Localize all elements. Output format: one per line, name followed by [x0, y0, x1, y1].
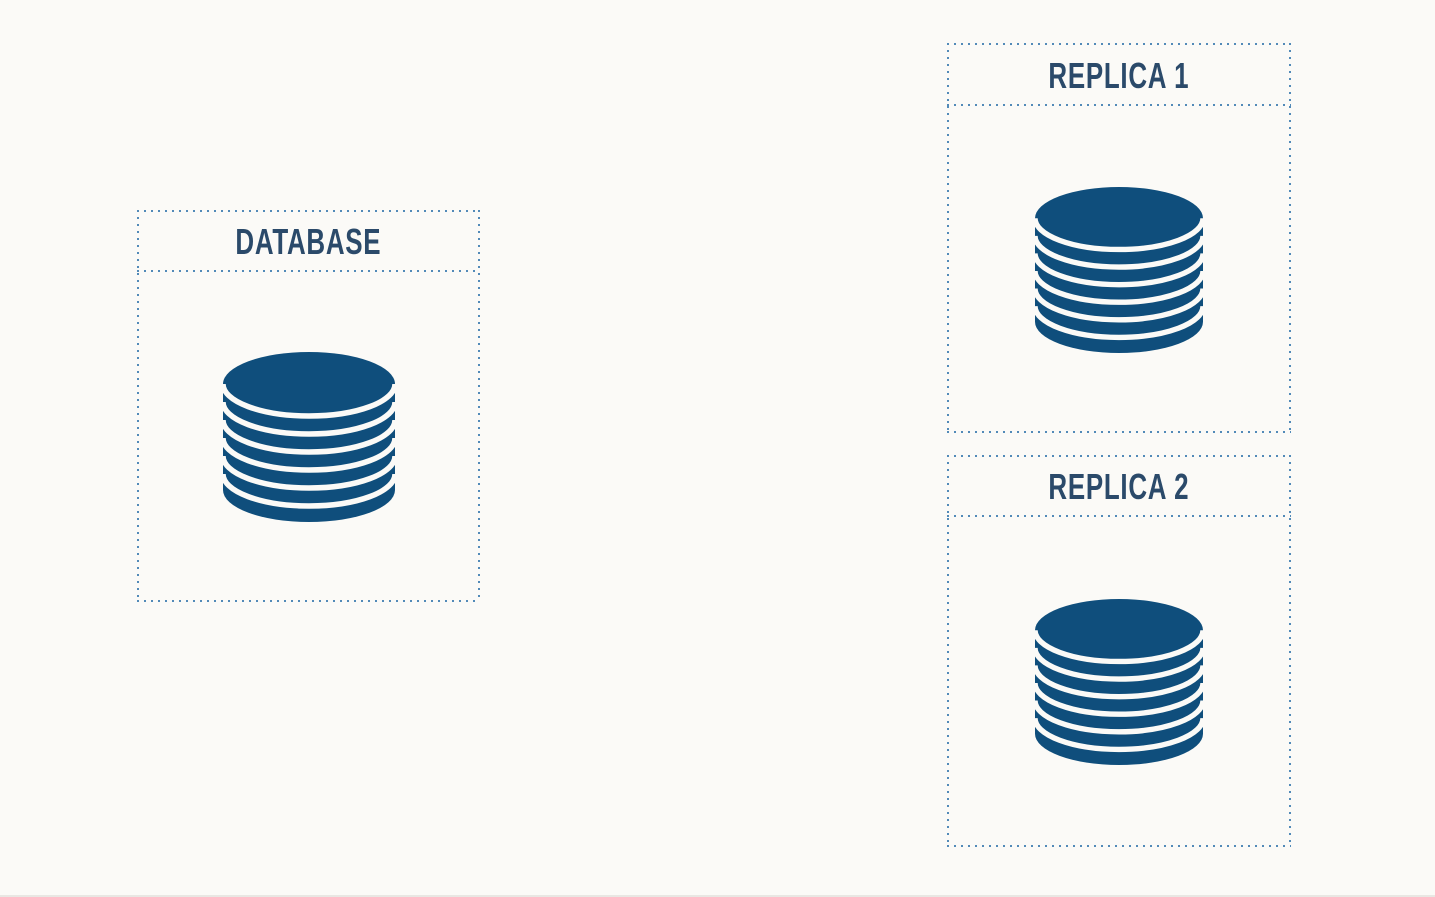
- panel-database-title: DATABASE: [235, 221, 382, 262]
- panel-replica-2-body: [947, 517, 1291, 847]
- panel-database-body: [137, 272, 480, 602]
- panel-replica-2-header: REPLICA 2: [947, 455, 1291, 517]
- database-icon: [1035, 598, 1203, 766]
- panel-replica-2: REPLICA 2: [947, 455, 1291, 847]
- database-icon: [1035, 186, 1203, 353]
- panel-database-header: DATABASE: [137, 210, 480, 272]
- panel-database: DATABASE: [137, 210, 480, 602]
- panel-replica-1-header: REPLICA 1: [947, 43, 1291, 106]
- panel-replica-2-title: REPLICA 2: [1048, 466, 1190, 507]
- bottom-edge-line: [0, 895, 1435, 897]
- panel-replica-1-body: [947, 106, 1291, 433]
- panel-replica-1: REPLICA 1: [947, 43, 1291, 433]
- panel-replica-1-title: REPLICA 1: [1048, 54, 1190, 96]
- database-icon: [222, 352, 395, 522]
